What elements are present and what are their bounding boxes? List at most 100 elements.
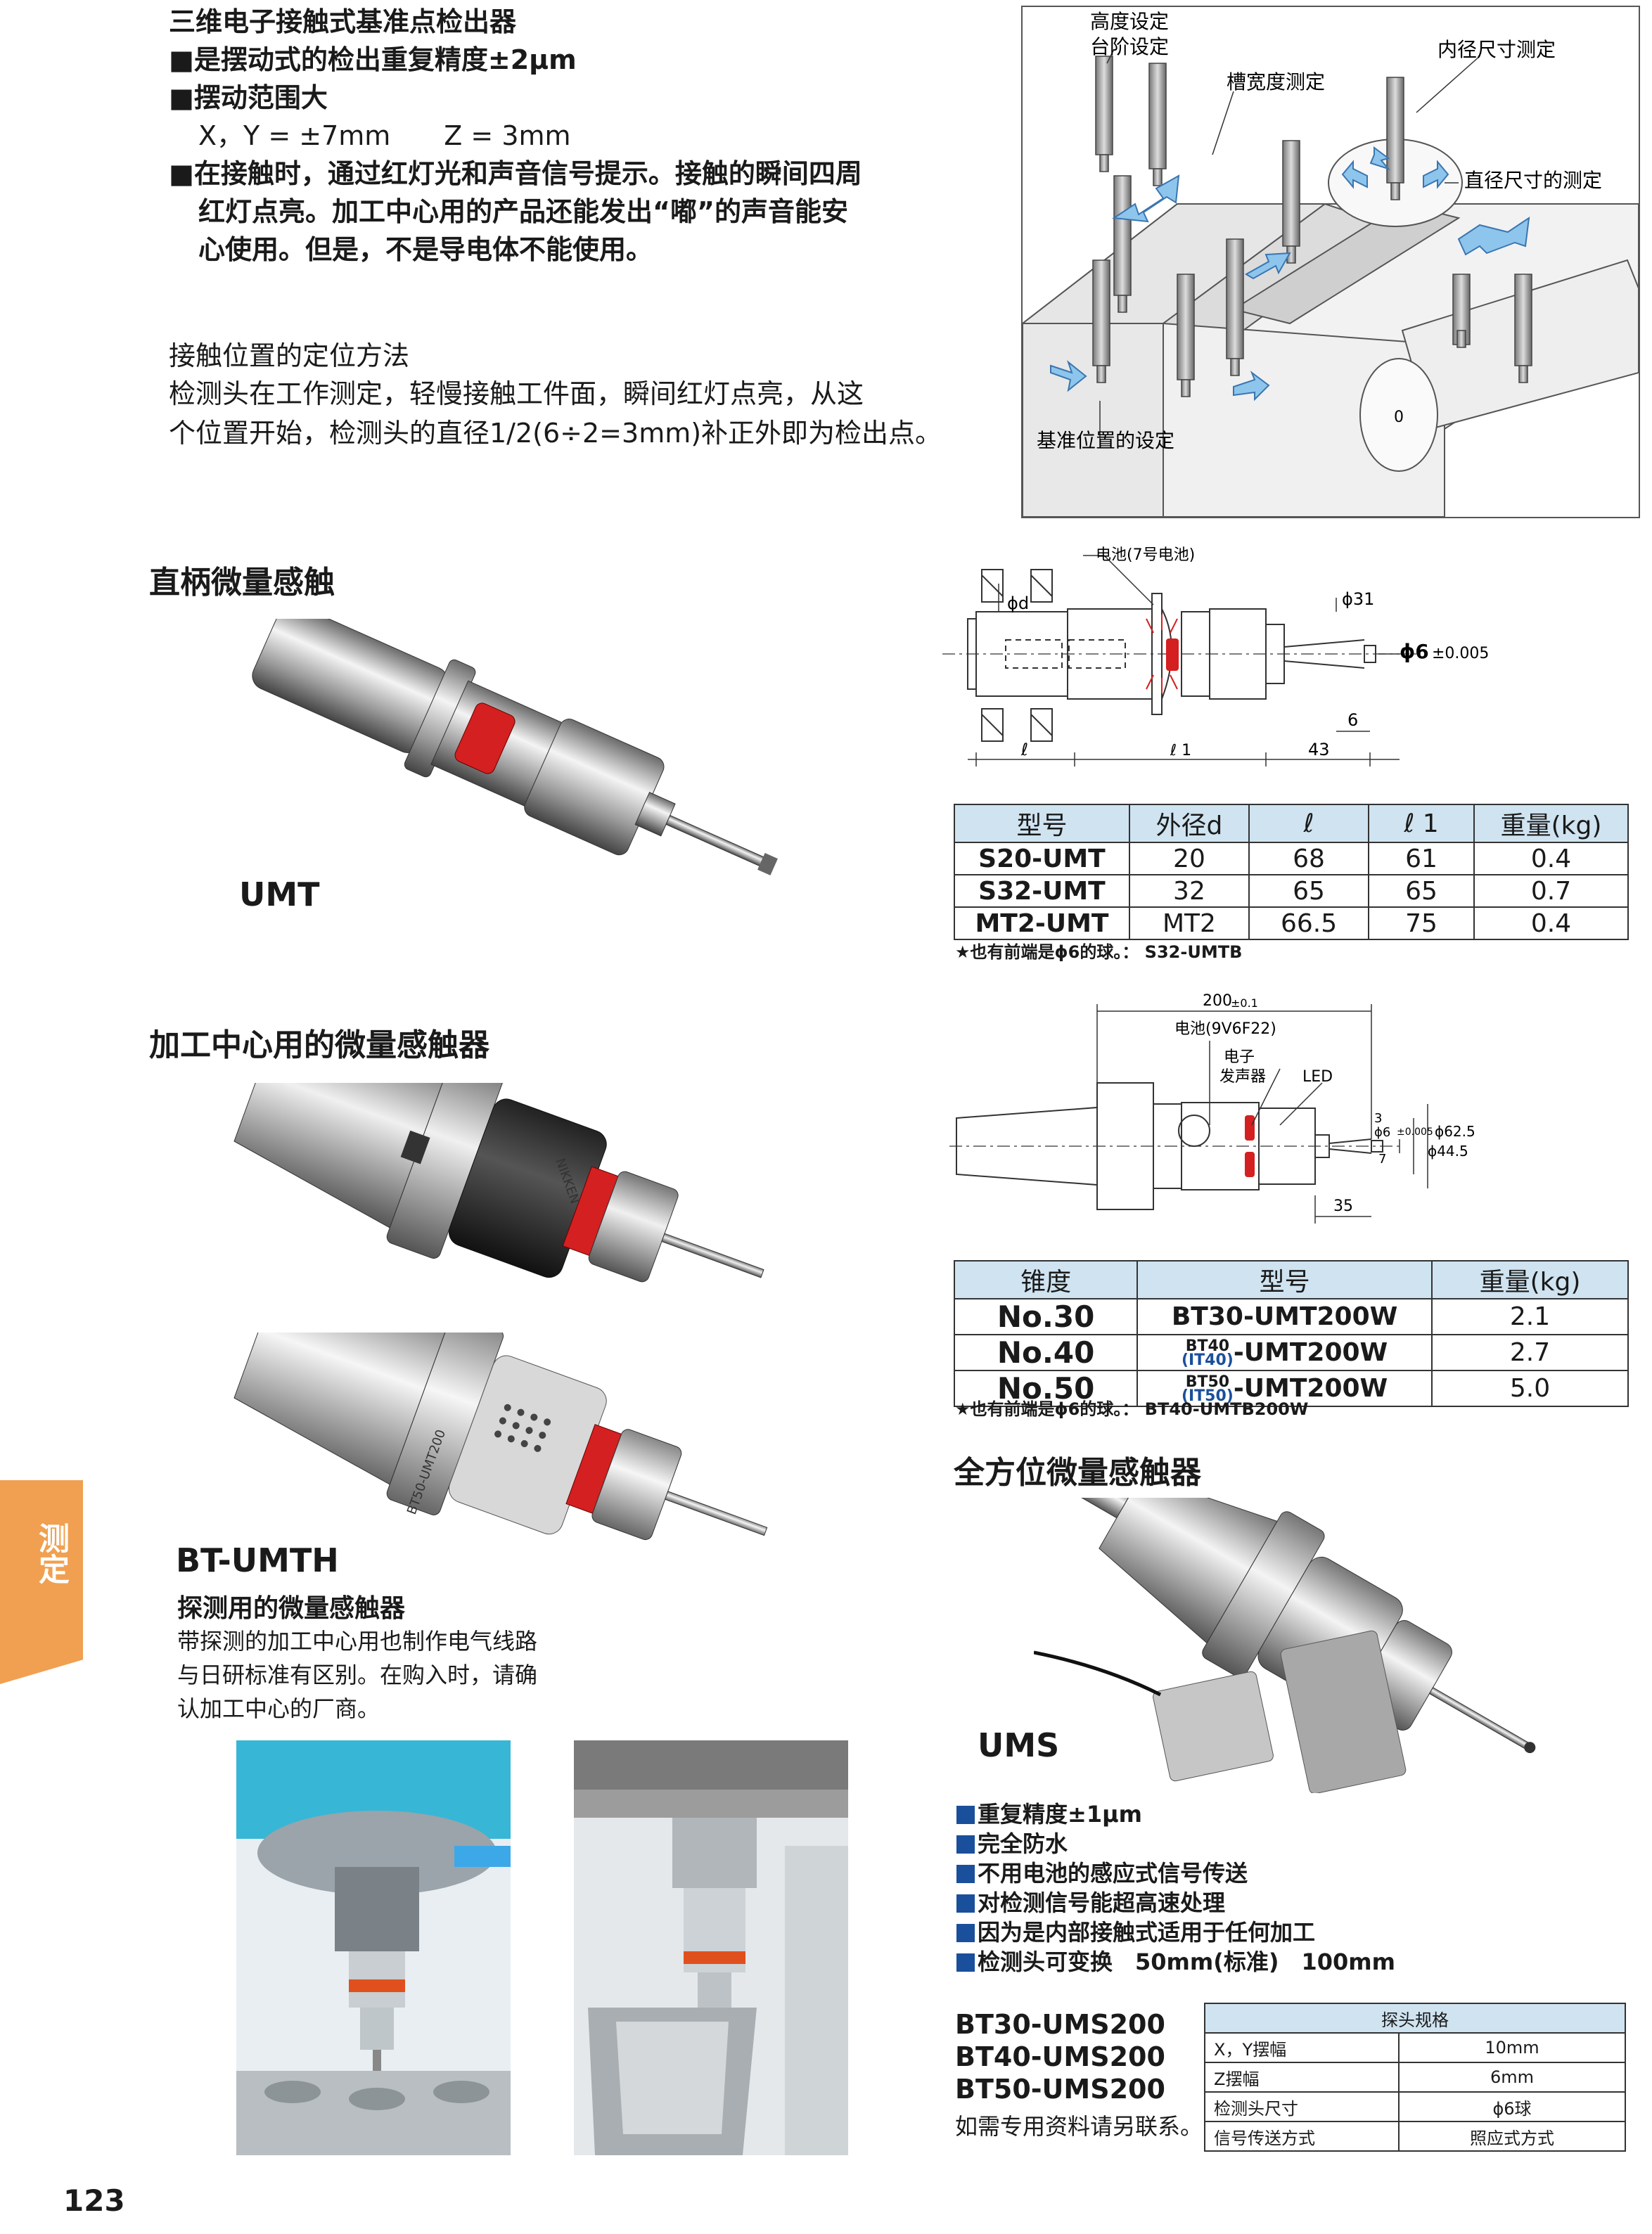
ums-feature-text: 对检测信号能超高速处理 [978, 1889, 1226, 1916]
umt-drawing-ball-tol: ±0.005 [1432, 645, 1489, 662]
label-diameter: 直径尺寸的测定 [1464, 169, 1602, 192]
table-row: X，Y摆幅 10mm [1204, 2032, 1626, 2063]
umt-cell: 65 [1368, 874, 1475, 908]
bt-th-model: 型号 [1136, 1260, 1433, 1299]
bt-cell-weight: 5.0 [1431, 1370, 1629, 1407]
machine-photo-2 [574, 1740, 848, 2155]
bt-cell-weight: 2.7 [1431, 1334, 1629, 1371]
umt-drawing-ball: ϕ6 [1400, 640, 1429, 663]
bullet-square-icon [956, 1894, 975, 1913]
bt-model-text: -UMT200W [1233, 1337, 1388, 1367]
bt-cell-model: BT50 (IT50) -UMT200W [1136, 1370, 1433, 1407]
intro-feature-precision: ■是摆动式的检出重复精度±2μm [169, 44, 577, 75]
usage-diagram: 0 [1020, 6, 1640, 518]
umt-section-title: 直柄微量感触 [149, 565, 335, 601]
umt-cell: 65 [1248, 874, 1370, 908]
bt-spec-table: 锥度 型号 重量(kg) No.30 BT30-UMT200W 2.1 No.4… [953, 1260, 1629, 1407]
method-line-1: 检测头在工作测定，轻慢接触工件面，瞬间红灯点亮，从这 [169, 378, 864, 409]
intro-title: 三维电子接触式基准点检出器 [169, 6, 517, 37]
probe-cell-value: 照应式方式 [1398, 2121, 1626, 2152]
bullet-square-icon [956, 1953, 975, 1972]
bt-model-prefix: BT40 (IT40) [1182, 1337, 1234, 1368]
side-tab-label: 测定 [33, 1522, 69, 1584]
ums-feature: 因为是内部接触式适用于任何加工 [956, 1915, 1315, 1947]
probe-cell-value: 10mm [1398, 2032, 1626, 2063]
ums-feature-text: 不用电池的感应式信号传送 [978, 1860, 1248, 1887]
umt-cell: 68 [1248, 842, 1370, 875]
bt-model-sub: (IT50) [1181, 1387, 1234, 1405]
bt-umth-line: 认加工中心的厂商。 [177, 1695, 380, 1722]
umt-drawing-battery: 电池(7号电池) [1096, 546, 1195, 564]
umt-drawing-six: 6 [1347, 710, 1358, 730]
ums-feature: 不用电池的感应式信号传送 [956, 1856, 1248, 1888]
label-step-setting: 台阶设定 [1090, 35, 1169, 58]
label-reference-position: 基准位置的设定 [1037, 429, 1174, 452]
bt-cell-taper: No.50 [953, 1370, 1139, 1407]
intro-feature-signal-1: ■在接触时，通过红灯光和声音信号提示。接触的瞬间四周 [169, 158, 862, 189]
umt-spec-table: 型号 外径d ℓ ℓ 1 重量(kg) S20-UMT 20 68 61 0.4… [954, 804, 1629, 940]
umt-cell: S32-UMT [954, 874, 1130, 908]
ums-feature-text: 因为是内部接触式适用于任何加工 [978, 1919, 1316, 1946]
umt-cell: MT2 [1128, 906, 1250, 940]
umt-cell: 66.5 [1248, 906, 1370, 940]
intro-feature-range: ■摆动范围大 [169, 82, 328, 113]
table-row: No.30 BT30-UMT200W 2.1 [953, 1298, 1629, 1335]
round-bar-zero: 0 [1394, 409, 1404, 426]
probe-cell-value: ϕ6球 [1398, 2091, 1626, 2122]
ums-product-label: UMS [978, 1726, 1060, 1764]
bt-drawing-d445: ϕ44.5 [1428, 1143, 1468, 1160]
intro-feature-signal-3: 心使用。但是，不是导电体不能使用。 [198, 234, 653, 265]
table-row: No.50 BT50 (IT50) -UMT200W 5.0 [953, 1370, 1629, 1407]
intro-feature-signal-2: 红灯点亮。加工中心用的产品还能发出“嘟”的声音能安 [198, 196, 848, 227]
label-height-setting: 高度设定 [1090, 10, 1169, 33]
ums-model: BT40-UMS200 [955, 2041, 1165, 2072]
umt-drawing-d: ϕd [1007, 593, 1029, 613]
umt-cell: S20-UMT [954, 842, 1130, 875]
bt-drawing-buzzer-1: 电子 [1224, 1048, 1255, 1066]
probe-table-title: 探头规格 [1204, 2003, 1626, 2034]
bt-th-taper: 锥度 [953, 1260, 1139, 1299]
ums-feature-text: 完全防水 [978, 1830, 1068, 1857]
bt-note: ★也有前端是ϕ6的球。： BT40-UMTB200W [955, 1399, 1309, 1419]
machine-photo-1 [236, 1740, 511, 2155]
umt-cell: 75 [1368, 906, 1475, 940]
bt-umth-label: BT-UMTH [176, 1541, 339, 1579]
table-row: 检测头尺寸 ϕ6球 [1204, 2091, 1626, 2122]
bt-model-prefix: BT50 (IT50) [1181, 1374, 1234, 1405]
ums-feature: 对检测信号能超高速处理 [956, 1885, 1225, 1918]
umt-cell: 20 [1128, 842, 1250, 875]
method-line-2: 个位置开始，检测头的直径1/2(6÷2=3mm)补正外即为检出点。 [169, 418, 942, 449]
bullet-square-icon [956, 1865, 975, 1883]
bullet-square-icon [956, 1924, 975, 1942]
bt-drawing-7: 7 [1378, 1152, 1386, 1167]
bt-drawing-led: LED [1302, 1068, 1333, 1086]
ums-model: BT30-UMS200 [955, 2009, 1165, 2040]
umt-th-weight: 重量(kg) [1473, 804, 1629, 843]
bt-umth-line: 与日研标准有区别。在购入时，请确 [177, 1662, 538, 1688]
bt-drawing-battery: 电池(9V6F22) [1174, 1020, 1276, 1038]
table-row: S32-UMT 32 65 65 0.7 [954, 874, 1629, 908]
probe-spec-table: 探头规格 X，Y摆幅 10mm Z摆幅 6mm 检测头尺寸 ϕ6球 信号传送方式… [1204, 2003, 1626, 2152]
bt-drawing-ball: ϕ6 [1374, 1125, 1390, 1140]
label-slot-width: 槽宽度测定 [1227, 70, 1325, 94]
umt-cell: 32 [1128, 874, 1250, 908]
umt-note: ★也有前端是ϕ6的球。： S32-UMTB [955, 942, 1243, 962]
bt-drawing-3: 3 [1374, 1111, 1382, 1126]
bt-drawing-200: 200 [1203, 992, 1232, 1010]
method-title: 接触位置的定位方法 [169, 340, 410, 371]
probe-cell-label: X，Y摆幅 [1204, 2032, 1400, 2063]
umt-cell: 0.4 [1473, 842, 1629, 875]
bt-section-title: 加工中心用的微量感触器 [149, 1027, 489, 1063]
bt-drawing-buzzer-2: 发声器 [1219, 1068, 1266, 1086]
ums-feature-text: 检测头可变换 50mm(标准) 100mm [978, 1949, 1395, 1975]
bt-drawing-ball-tol: ±0.005 [1397, 1126, 1433, 1138]
usage-diagram-illustration: 0 [1020, 10, 1639, 518]
probe-cell-label: 信号传送方式 [1204, 2121, 1400, 2152]
ums-feature: 完全防水 [956, 1826, 1068, 1859]
page-number: 123 [63, 2183, 125, 2218]
bt-model-top: BT40 [1185, 1337, 1230, 1355]
ums-product-image [1034, 1498, 1536, 1793]
ums-section-title: 全方位微量感触器 [954, 1455, 1201, 1491]
ums-model: BT50-UMS200 [955, 2074, 1165, 2105]
bt-model-text: BT30-UMT200W [1171, 1302, 1398, 1331]
